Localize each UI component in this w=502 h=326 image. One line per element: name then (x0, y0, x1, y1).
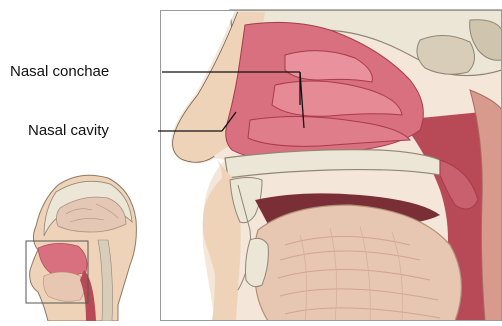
inset-tongue (44, 272, 85, 301)
head-inset (26, 175, 136, 321)
sagittal-section-detail (160, 10, 502, 321)
label-nasal-cavity: Nasal cavity (28, 122, 109, 140)
sphenoid-sinus (417, 35, 475, 74)
label-nasal-conchae: Nasal conchae (10, 63, 109, 81)
